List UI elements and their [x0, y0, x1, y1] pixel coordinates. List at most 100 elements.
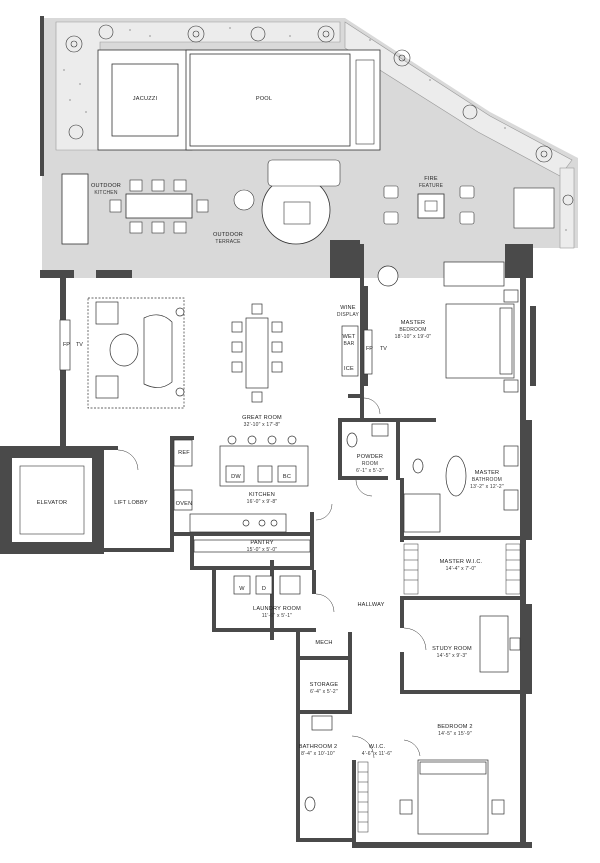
label-outdoor-kitchen: OUTDOOR KITCHEN: [91, 183, 121, 197]
bathroom2-fixtures: [304, 715, 333, 812]
master-bedroom-dims: 18'-10" x 19'-0": [394, 334, 432, 340]
label-fp-master: FP: [366, 346, 373, 352]
label-powder-room: POWDER ROOM 6'-1" x 5'-3": [356, 454, 384, 475]
wine-display-line2: DISPLAY: [336, 312, 360, 318]
fire-feature-chairs: [383, 185, 475, 225]
label-outdoor-terrace: OUTDOOR TERRACE: [213, 232, 243, 246]
label-wine-display: WINE DISPLAY: [337, 305, 359, 319]
label-laundry-room: LAUNDRY ROOM 11'-6" x 5'-1": [253, 606, 301, 620]
master-wic-name: MASTER W.I.C.: [439, 559, 483, 565]
planter-bed-right: [559, 167, 575, 249]
bedroom-2-name: BEDROOM 2: [437, 724, 473, 730]
outdoor-daybed: [513, 187, 555, 229]
label-study-room: STUDY ROOM 14'-5" x 9'-3": [432, 646, 472, 660]
fireplace-master: [363, 329, 373, 375]
label-tv-great: TV: [76, 342, 83, 348]
great-room-name: GREAT ROOM: [242, 415, 282, 421]
outdoor-kitchen-line1: OUTDOOR: [91, 183, 121, 189]
powder-room-dims: 6'-1" x 5'-3": [356, 468, 384, 474]
bedroom2-furniture: [399, 759, 505, 835]
label-pool: POOL: [255, 96, 273, 102]
label-lift-lobby: LIFT LOBBY: [114, 500, 148, 506]
fire-feature-line2: FEATURE: [418, 183, 444, 189]
door-swings: [117, 397, 427, 759]
wic-dims: 4'-6" x 11'-6": [361, 751, 393, 757]
powder-room-name2: ROOM: [361, 461, 379, 467]
label-bc: BC: [282, 474, 292, 480]
wet-bar: [341, 325, 359, 377]
study-room-dims: 14'-5" x 9'-3": [436, 653, 468, 659]
powder-room-fixtures: [346, 423, 389, 448]
kitchen-counter: [173, 439, 287, 533]
master-bedroom-line1: MASTER: [400, 320, 426, 326]
master-bathroom-line1: MASTER: [474, 470, 500, 476]
label-storage: STORAGE 6'-4" x 5'-2": [310, 682, 339, 696]
jacuzzi: [111, 63, 179, 137]
label-kitchen: KITCHEN 16'-0" x 9'-8": [247, 492, 278, 506]
label-bathroom-2: BATHROOM 2 8'-4" x 10'-10": [299, 744, 338, 758]
pantry-dims: 15'-0" x 5'-0": [246, 547, 278, 553]
study-room-name: STUDY ROOM: [432, 646, 472, 652]
great-room-dining: [231, 303, 283, 403]
outdoor-kitchen-line2: KITCHEN: [94, 190, 118, 196]
label-master-bedroom: MASTER BEDROOM 18'-10" x 19'-0": [395, 320, 432, 341]
study-desk: [479, 615, 521, 673]
label-elevator: ELEVATOR: [36, 500, 68, 506]
kitchen-dims: 16'-0" x 9'-8": [246, 499, 278, 505]
wine-display-line1: WINE: [340, 305, 356, 311]
outdoor-lounge-chair: [233, 189, 255, 211]
storage-name: STORAGE: [309, 682, 339, 688]
laundry-room-name: LAUNDRY ROOM: [253, 606, 301, 612]
label-jacuzzi: JACUZZI: [132, 96, 158, 102]
outdoor-chairs: [109, 179, 209, 234]
outdoor-ottoman: [283, 201, 311, 225]
pantry-name: PANTRY: [250, 540, 274, 546]
label-hallway: HALLWAY: [357, 602, 385, 608]
powder-room-name: POWDER: [356, 454, 384, 460]
outdoor-dining-table: [125, 193, 193, 219]
kitchen-island: [219, 435, 309, 487]
pool-steps: [355, 59, 375, 145]
wic2-racks: [357, 761, 369, 833]
label-ice: ICE: [344, 366, 354, 372]
label-mech: MECH: [315, 640, 333, 646]
label-wic: W.I.C. 4'-6" x 11'-6": [362, 744, 392, 758]
outdoor-terrace-line1: OUTDOOR: [213, 232, 243, 238]
label-dw: DW: [231, 474, 241, 480]
storage-dims: 6'-4" x 5'-2": [310, 689, 338, 695]
label-ref: REF: [178, 450, 190, 456]
label-fire-feature: FIRE FEATURE: [419, 176, 443, 190]
label-pantry: PANTRY 15'-0" x 5'-0": [247, 540, 278, 554]
label-oven: OVEN: [175, 501, 193, 507]
label-tv-master: TV: [380, 346, 387, 352]
great-room-dims: 32'-10" x 17'-8": [243, 422, 281, 428]
wet-bar-line2: BAR: [343, 341, 355, 347]
pool: [189, 53, 351, 147]
fireplace-great: [59, 319, 71, 371]
label-master-bathroom: MASTER BATHROOM 13'-2" x 12'-2": [470, 470, 504, 491]
planter-dots: [63, 27, 567, 231]
great-room-living: [87, 297, 185, 409]
master-wic-racks: [403, 543, 521, 595]
elevator-car: [19, 465, 85, 535]
label-master-wic: MASTER W.I.C. 14'-4" x 7'-0": [440, 559, 483, 573]
kitchen-name: KITCHEN: [249, 492, 275, 498]
label-great-room: GREAT ROOM 32'-10" x 17'-8": [242, 415, 282, 429]
wic-name: W.I.C.: [368, 744, 386, 750]
label-wet-bar: WET BAR: [342, 334, 355, 348]
planter-bed: [55, 21, 341, 151]
outdoor-kitchen-counter: [61, 173, 89, 245]
fire-feature-line1: FIRE: [424, 176, 438, 182]
outdoor-sofa: [267, 159, 341, 187]
label-washer: W: [239, 586, 245, 592]
plant-icons: [65, 24, 574, 206]
pantry-shelf: [193, 539, 311, 553]
bathroom-2-name: BATHROOM 2: [298, 744, 338, 750]
label-fp-great: FP: [63, 342, 70, 348]
master-bathroom-dims: 13'-2" x 12'-2": [470, 484, 504, 490]
outdoor-terrace-line2: TERRACE: [215, 239, 241, 245]
master-bedroom-furniture: [377, 261, 519, 393]
bedroom-2-dims: 14'-5" x 15'-9": [438, 731, 472, 737]
fire-feature: [417, 193, 445, 219]
